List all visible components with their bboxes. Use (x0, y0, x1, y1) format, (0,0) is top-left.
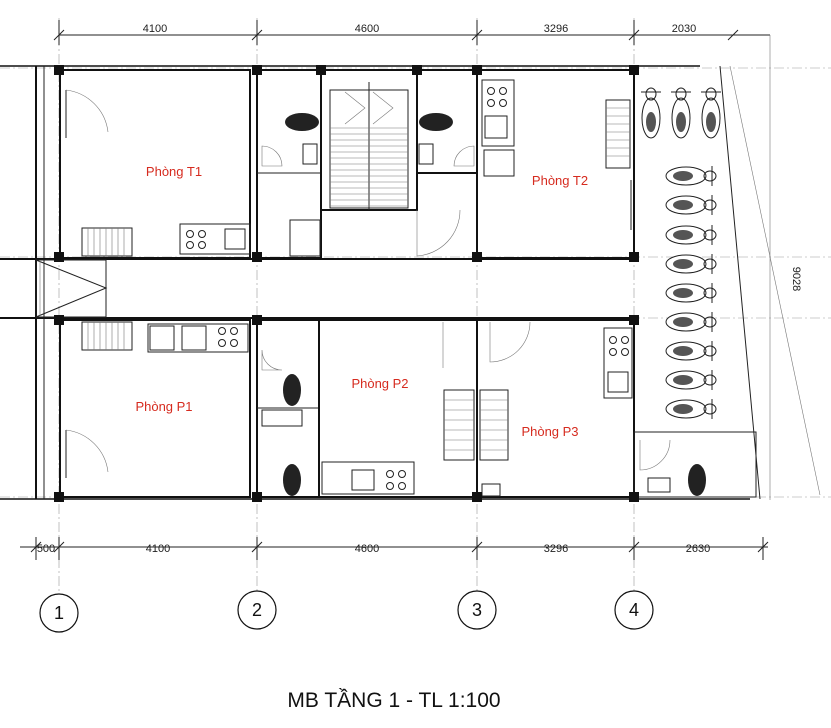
side-dim-label: 9028 (790, 267, 802, 291)
axis-marker-1: 1 (39, 593, 79, 633)
room-label-t1: Phòng T1 (146, 164, 202, 179)
side-dimension: 9028 (769, 35, 802, 500)
motorbike-icon (665, 399, 717, 419)
column (629, 492, 639, 502)
bottom-dim-1: 500 (37, 543, 55, 555)
column (472, 65, 482, 75)
wc-top-right (416, 69, 478, 257)
bottom-dim-4: 3296 (544, 543, 568, 555)
svg-text:1: 1 (54, 603, 64, 623)
column (54, 315, 64, 325)
svg-text:2: 2 (252, 600, 262, 620)
axis-marker-4: 4 (614, 590, 654, 630)
motorbike-icon (665, 370, 717, 390)
bottom-dim-3: 4600 (355, 543, 379, 555)
motorbike-icon (671, 87, 691, 139)
column (472, 252, 482, 262)
motorbike-icon (665, 312, 717, 332)
outer-walls (0, 65, 821, 500)
room-label-t2: Phòng T2 (532, 173, 588, 188)
top-dim-3: 3296 (544, 23, 568, 35)
column (412, 65, 422, 75)
central-stair (320, 69, 418, 211)
motorbike-icon (665, 225, 717, 245)
column (316, 65, 326, 75)
axis-markers: 1 2 3 4 (39, 590, 654, 633)
room-t1: Phòng T1 (59, 69, 251, 259)
wc-top-left (256, 69, 322, 259)
top-dim-1: 4100 (143, 23, 167, 35)
motorbike-icon (665, 166, 717, 186)
bottom-dim-2: 4100 (146, 543, 170, 555)
room-p1: Phòng P1 (59, 319, 251, 498)
axis-marker-2: 2 (237, 590, 277, 630)
svg-text:4: 4 (629, 600, 639, 620)
motorbike-icon (665, 283, 717, 303)
top-dim-4: 2030 (672, 23, 696, 35)
column (629, 315, 639, 325)
column (629, 252, 639, 262)
structural-columns (54, 65, 639, 502)
bottom-dim-5: 2630 (686, 543, 710, 555)
motorbike-icon (665, 254, 717, 274)
column (54, 65, 64, 75)
column (252, 492, 262, 502)
svg-text:3: 3 (472, 600, 482, 620)
bottom-dimension-line: 500 4100 4600 3296 2630 (20, 537, 769, 560)
motorbike-icon (665, 341, 717, 361)
column (629, 65, 639, 75)
top-dim-2: 4600 (355, 23, 379, 35)
motorbike-icon (641, 87, 661, 139)
axis-marker-3: 3 (457, 590, 497, 630)
motorbike-icon (701, 87, 721, 139)
room-t2: Phòng T2 (476, 69, 635, 259)
column (54, 252, 64, 262)
corridor (0, 258, 634, 319)
column (252, 252, 262, 262)
motorbike-icon (665, 195, 717, 215)
wc-bottom-left (256, 319, 320, 498)
top-dimension-line: 4100 4600 3296 2030 (53, 20, 770, 45)
drawing-title: MB TẦNG 1 - TL 1:100 (287, 689, 500, 712)
parking-area (641, 87, 721, 419)
wc-right-bottom (633, 431, 757, 498)
column (472, 492, 482, 502)
column (252, 315, 262, 325)
room-p2: Phòng P2 (318, 319, 478, 498)
column (54, 492, 64, 502)
room-label-p3: Phòng P3 (521, 424, 578, 439)
room-label-p2: Phòng P2 (351, 376, 408, 391)
room-label-p1: Phòng P1 (135, 399, 192, 414)
room-p3: Phòng P3 (476, 319, 635, 498)
column (252, 65, 262, 75)
